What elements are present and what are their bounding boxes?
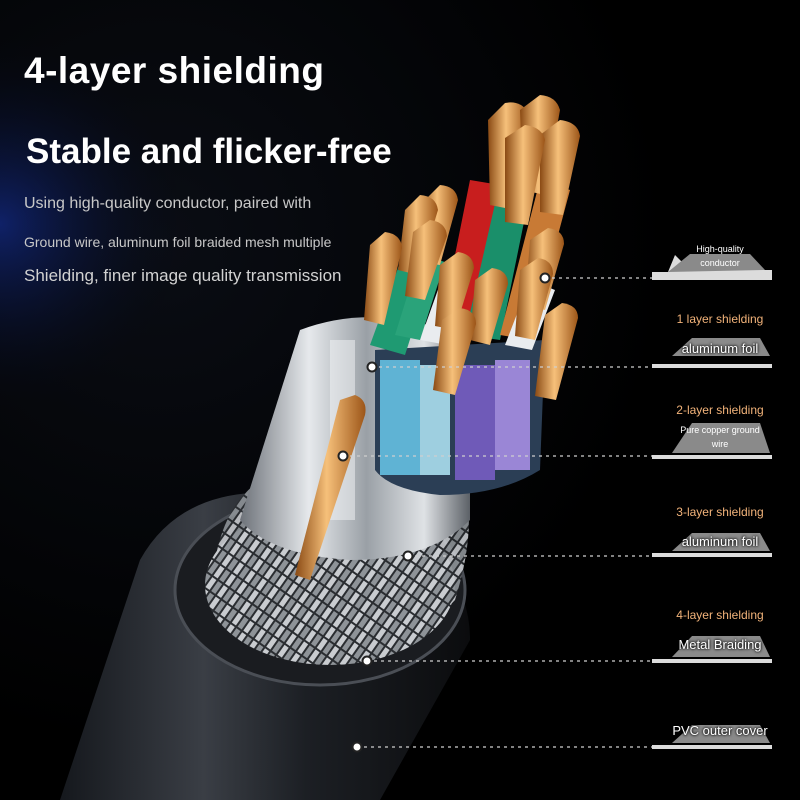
description-line-3: Shielding, finer image quality transmiss…: [24, 266, 342, 285]
callout-conductor-label: High-quality conductor: [696, 244, 744, 268]
description-line-2: Ground wire, aluminum foil braided mesh …: [24, 234, 332, 250]
callout-layer4-title: 4-layer shielding: [676, 608, 764, 622]
callout-layer3-title: 3-layer shielding: [676, 505, 764, 519]
callout-layer2-label: Pure copper ground wire: [680, 425, 760, 449]
callout-layer4-label: Metal Braiding: [678, 637, 762, 652]
callout-layer1-title: 1 layer shielding: [676, 312, 764, 326]
description-line-1: Using high-quality conductor, paired wit…: [24, 195, 312, 212]
subheadline: Stable and flicker-free: [26, 132, 392, 171]
headline: 4-layer shielding: [24, 50, 325, 91]
callout-layer2-title: 2-layer shielding: [676, 403, 764, 417]
callout-layer3-label: aluminum foil: [681, 534, 759, 549]
callout-jacket-label: PVC outer cover: [672, 723, 768, 738]
callout-layer1-label: aluminum foil: [681, 341, 759, 356]
